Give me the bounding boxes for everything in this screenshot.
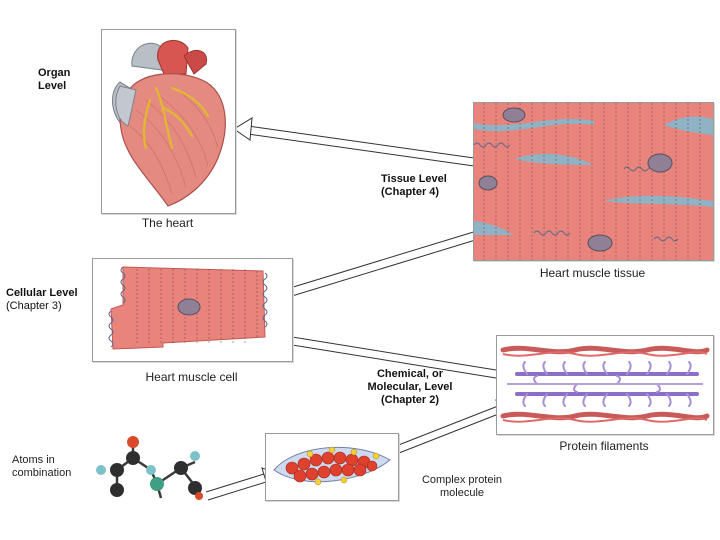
chemical-level-label: Chemical, or Molecular, Level (Chapter 2…	[367, 368, 453, 406]
hydrogen-atom	[146, 465, 156, 475]
arrow-cell-to-tissue	[289, 223, 497, 297]
hydrogen-atom	[190, 451, 200, 461]
carbon-atom	[110, 483, 124, 497]
oxygen-atom	[127, 436, 139, 448]
filaments-image-frame	[496, 335, 714, 435]
carbon-atom	[110, 463, 124, 477]
cell-caption: Heart muscle cell	[145, 370, 238, 384]
filaments-caption: Protein filaments	[559, 439, 649, 453]
heart-illustration	[112, 39, 226, 207]
tissue-caption: Heart muscle tissue	[539, 266, 646, 280]
cell-image-frame	[92, 258, 293, 362]
atoms-label: Atoms in combination	[12, 454, 72, 479]
molecule-caption: Complex protein molecule	[421, 474, 503, 499]
carbon-atom	[188, 481, 202, 495]
filaments-illustration	[500, 345, 710, 423]
tissue-level-label: Tissue Level (Chapter 4)	[381, 173, 447, 198]
hydrogen-atom	[96, 465, 106, 475]
cell-illustration	[108, 266, 268, 350]
molecule-illustration	[273, 446, 391, 486]
tissue-illustration	[474, 103, 713, 260]
arrow-tissue-to-heart	[233, 117, 475, 167]
tissue-image-frame	[473, 102, 714, 261]
carbon-atom	[174, 461, 188, 475]
molecule-image-frame	[265, 433, 399, 501]
atoms-illustration	[96, 436, 203, 500]
oxygen-atom	[195, 492, 203, 500]
organ-level-label: Organ Level	[38, 67, 71, 92]
carbon-atom	[126, 451, 140, 465]
heart-caption: The heart	[141, 216, 194, 230]
nitrogen-atom	[150, 477, 164, 491]
heart-image-frame	[101, 29, 236, 214]
cellular-level-label: Cellular Level (Chapter 3)	[6, 287, 78, 312]
